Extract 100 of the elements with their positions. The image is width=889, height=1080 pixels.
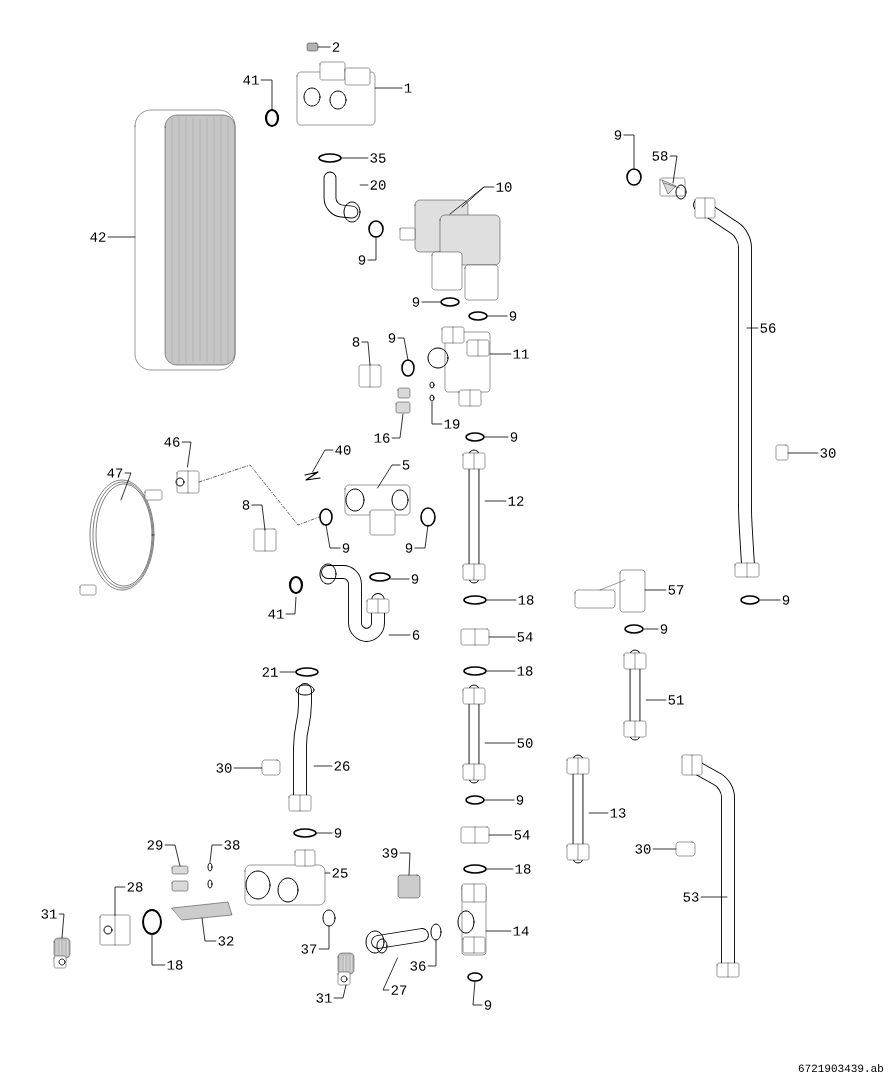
- leader-line: [285, 596, 297, 615]
- o-ring: [293, 828, 317, 838]
- callout-number: 6: [412, 630, 420, 640]
- leader-line: [151, 934, 166, 966]
- leader-line: [201, 917, 217, 942]
- seal: [318, 153, 342, 163]
- callout-number: 9: [388, 333, 396, 343]
- leader-line: [486, 670, 516, 672]
- o-ring: [368, 220, 384, 238]
- callout-number: 21: [262, 667, 278, 677]
- small-seals: [207, 862, 213, 889]
- leader-line: [313, 765, 333, 767]
- leader-line: [449, 186, 495, 215]
- leader-line: [487, 315, 508, 317]
- spring-clip: [304, 471, 321, 481]
- o-ring: [319, 508, 333, 526]
- callout-number: 36: [410, 961, 426, 971]
- plugs: [395, 387, 411, 414]
- leader-line: [643, 628, 659, 630]
- leader-line: [399, 852, 411, 876]
- leader-line: [341, 157, 369, 159]
- callout-number: 29: [147, 840, 163, 850]
- pipe: [462, 449, 486, 584]
- callout-number: 9: [484, 1000, 492, 1010]
- drawing-number: 6721903439.ab: [798, 1063, 884, 1073]
- callout-number: 9: [358, 255, 366, 265]
- o-ring: [401, 359, 415, 377]
- leader-line: [397, 337, 409, 361]
- callout-number: 40: [335, 445, 351, 455]
- leader-line: [318, 925, 330, 950]
- callout-number: 56: [760, 323, 776, 333]
- leader-line: [484, 742, 516, 744]
- seal: [295, 667, 319, 677]
- cap-nut: [99, 914, 131, 946]
- callout-number: 8: [352, 337, 360, 347]
- tee: [457, 883, 487, 956]
- callout-number: 18: [517, 666, 533, 676]
- leader-line: [488, 834, 513, 836]
- pipe: [288, 683, 315, 812]
- callout-number: 5: [402, 460, 410, 470]
- leader-line: [388, 634, 411, 636]
- callout-number: 9: [516, 795, 524, 805]
- leader-line: [421, 301, 441, 303]
- callout-number: 14: [513, 926, 529, 936]
- leader-line: [746, 327, 759, 329]
- leader-line: [588, 812, 609, 814]
- leader-line: [486, 599, 517, 601]
- o-ring: [740, 595, 760, 605]
- leader-line: [181, 441, 192, 468]
- leader-line: [700, 896, 728, 898]
- filter: [659, 177, 687, 200]
- callout-number: 10: [496, 182, 512, 192]
- callout-number: 41: [268, 609, 284, 619]
- callout-number: 9: [782, 595, 790, 605]
- callout-number: 54: [517, 632, 533, 642]
- clip: [397, 874, 421, 899]
- strainer: [171, 901, 233, 921]
- leader-line: [58, 913, 65, 939]
- callout-number: 30: [820, 448, 836, 458]
- siphon-pipe: [319, 563, 390, 642]
- leader-line: [484, 436, 509, 438]
- leader-line: [484, 500, 507, 502]
- pipe: [566, 754, 590, 864]
- leader-line: [316, 832, 333, 834]
- leader-line: [787, 452, 819, 454]
- callout-number: 39: [382, 848, 398, 858]
- callout-number: 9: [405, 543, 413, 553]
- leader-line: [644, 589, 667, 591]
- callout-number: 11: [513, 349, 529, 359]
- callout-number: 58: [652, 151, 668, 161]
- o-ring: [626, 168, 642, 186]
- valve: [244, 849, 326, 906]
- leader-line: [107, 236, 136, 238]
- leader-line: [391, 413, 404, 439]
- callout-number: 9: [509, 311, 517, 321]
- o-ring: [624, 624, 644, 634]
- manifold: [296, 61, 376, 126]
- elbow-valve: [337, 952, 355, 986]
- o-ring: [430, 923, 442, 941]
- leader-line: [333, 984, 347, 999]
- callout-number: 12: [508, 496, 524, 506]
- leader-line: [759, 599, 781, 601]
- callout-number: 9: [412, 297, 420, 307]
- callout-number: 9: [660, 624, 668, 634]
- leader-line: [488, 636, 516, 638]
- callout-number: 13: [610, 808, 626, 818]
- o-ring: [465, 432, 485, 442]
- leader-line: [485, 930, 512, 932]
- callout-number: 8: [242, 500, 250, 510]
- callout-number: 31: [316, 993, 332, 1003]
- callout-number: 42: [90, 232, 106, 242]
- connector: [365, 928, 429, 954]
- tee: [344, 484, 411, 536]
- elbow: [323, 171, 361, 223]
- callout-number: 47: [107, 468, 123, 478]
- callout-number: 50: [517, 738, 533, 748]
- clip: [261, 759, 281, 776]
- callout-number: 9: [510, 432, 518, 442]
- cap-nut: [253, 528, 277, 552]
- leader-line: [489, 353, 512, 355]
